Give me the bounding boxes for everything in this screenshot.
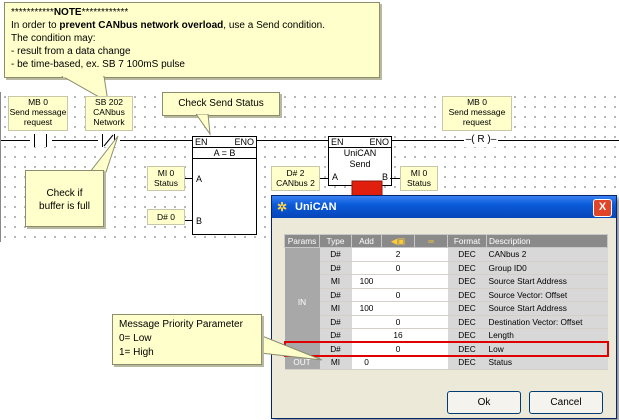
- param-row[interactable]: D# 16 DEC Length: [285, 328, 608, 343]
- col-format[interactable]: Format: [447, 234, 487, 248]
- compare-b-wire: [183, 220, 192, 221]
- note-line-4: - result from a data change: [11, 46, 131, 57]
- send-status-pointer: [196, 114, 211, 136]
- compare-a-wire: [183, 178, 192, 179]
- rung-wire-end: [494, 140, 619, 141]
- note-line-2: In order to prevent CANbus network overl…: [11, 20, 326, 31]
- compare-function-block[interactable]: EN ENO A = B A B: [192, 136, 257, 235]
- col-add[interactable]: Add: [351, 234, 382, 248]
- col-view-icon[interactable]: ∞: [414, 234, 448, 248]
- group-in: IN: [284, 247, 320, 356]
- priority-pointer: [252, 331, 323, 361]
- unican-dialog: ✲ UniCAN X Params Type Add ◀▣ ∞ Format D…: [271, 195, 617, 419]
- rung-wire-right: [390, 140, 468, 141]
- note-line-5: - be time-based, ex. SB 7 100mS pulse: [11, 59, 185, 70]
- col-type[interactable]: Type: [319, 234, 352, 248]
- reset-coil[interactable]: –( R )–: [464, 133, 498, 147]
- d0-operand[interactable]: D# 0: [147, 209, 185, 225]
- param-row[interactable]: D# 0 DEC Destination Vector: Offset: [285, 315, 608, 329]
- compare-title: A = B: [193, 148, 256, 159]
- col-description[interactable]: Description: [486, 234, 608, 248]
- param-row[interactable]: MI 100 DEC Source Start Address: [285, 274, 608, 289]
- dialog-titlebar[interactable]: ✲ UniCAN: [272, 196, 616, 218]
- param-row[interactable]: D# 0 DEC Source Vector: Offset: [285, 288, 608, 302]
- unican-app-icon: ✲: [277, 200, 288, 214]
- unican-input-a: A: [332, 172, 339, 182]
- check-send-status-callout: Check Send Status: [162, 92, 280, 116]
- note-pointer: [60, 76, 109, 103]
- compare-en: EN: [195, 137, 208, 147]
- unican-eno: ENO: [369, 137, 389, 147]
- param-row[interactable]: OUT MI 0 DEC Status: [284, 355, 608, 370]
- col-value-icon[interactable]: ◀▣: [381, 234, 415, 248]
- buffer-pointer: [88, 135, 119, 173]
- cancel-button[interactable]: Cancel: [529, 391, 603, 414]
- unican-en: EN: [331, 137, 344, 147]
- param-row-priority[interactable]: D# 0 DEC Low: [283, 341, 609, 357]
- col-params[interactable]: Params: [284, 234, 320, 248]
- compare-input-a: A: [196, 174, 203, 184]
- binoculars-icon: ∞: [428, 236, 434, 246]
- mb0-contact[interactable]: [30, 134, 52, 147]
- ok-button[interactable]: Ok: [447, 391, 521, 414]
- priority-callout: Message Priority Parameter 0= Low 1= Hig…: [112, 314, 262, 365]
- note-line-1: ***********NOTE************: [11, 7, 129, 18]
- value-icon: ◀▣: [390, 236, 406, 246]
- param-row[interactable]: IN D# 2 DEC CANbus 2: [284, 247, 608, 356]
- left-rail: [0, 92, 1, 242]
- note-line-3: The condition may:: [11, 33, 96, 44]
- rung-wire: [0, 140, 192, 141]
- unican-b-wire: [390, 178, 400, 179]
- unican-a-wire: [318, 178, 328, 179]
- param-row[interactable]: MI 100 DEC Source Start Address: [285, 301, 608, 316]
- compare-eno: ENO: [234, 137, 254, 147]
- dialog-close-button[interactable]: X: [593, 199, 612, 217]
- unican-output-b: B: [381, 172, 388, 182]
- compare-input-b: B: [196, 216, 203, 226]
- params-header-row: Params Type Add ◀▣ ∞ Format Description: [284, 234, 608, 248]
- params-table: Params Type Add ◀▣ ∞ Format Description …: [283, 234, 609, 370]
- rung-wire-mid: [255, 140, 328, 141]
- param-row[interactable]: D# 0 DEC Group ID0: [285, 261, 608, 275]
- dialog-title: UniCAN: [295, 201, 337, 213]
- note-callout: ***********NOTE************ In order to …: [4, 2, 380, 78]
